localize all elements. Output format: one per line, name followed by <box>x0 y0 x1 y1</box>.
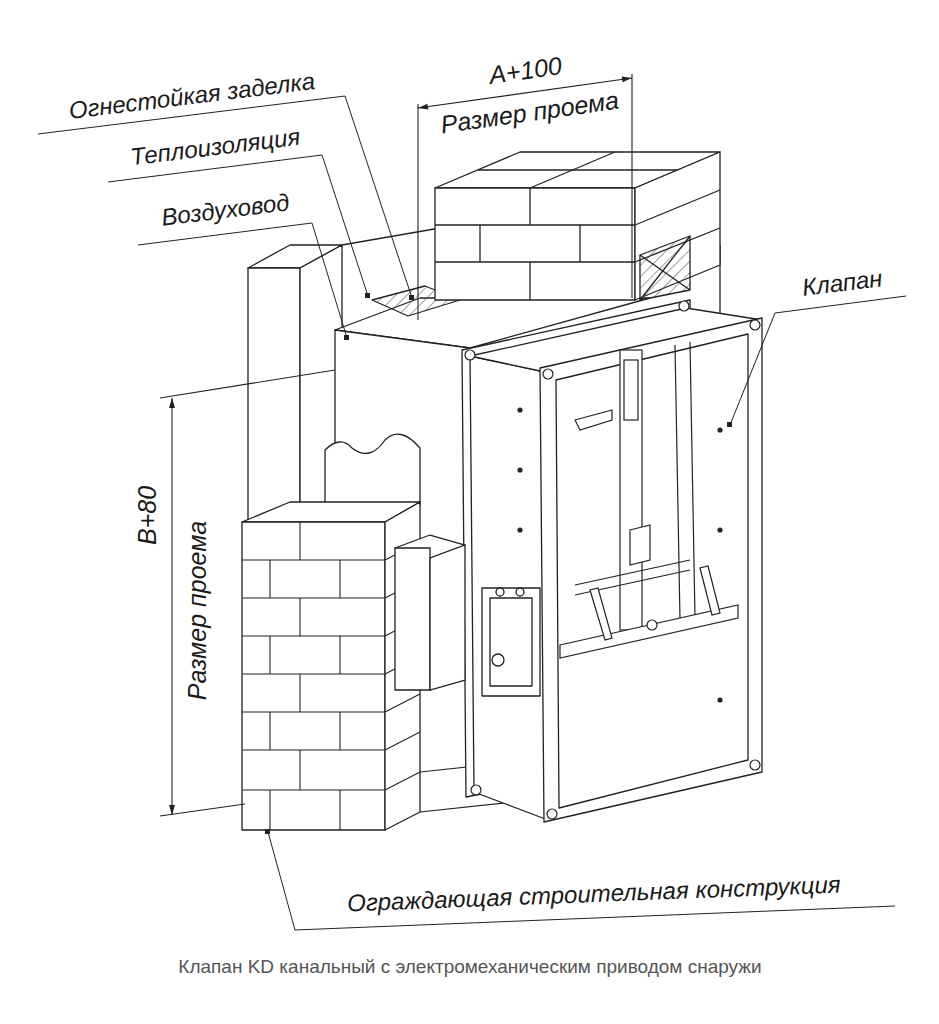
dimension-note: Размер проема <box>439 87 620 137</box>
callout-label: Воздуховод <box>160 190 291 230</box>
dimension-value: A+100 <box>487 53 563 88</box>
electric-box <box>482 588 540 696</box>
wall-pillar <box>248 268 300 528</box>
valve-opening <box>556 334 748 808</box>
leader-lines <box>38 96 906 930</box>
leader-dots <box>265 293 732 834</box>
callout-label: Теплоизоляция <box>129 125 301 170</box>
callout-label: Огнестойкая заделка <box>68 69 317 123</box>
brick-front <box>242 522 385 830</box>
actuator-housing <box>430 545 465 690</box>
callout-label: Ограждающая строительная конструкция <box>347 873 841 916</box>
insulation <box>640 236 690 300</box>
valve-side <box>470 356 548 820</box>
brick-front <box>435 188 635 300</box>
valve-flange-front <box>540 318 762 822</box>
figure-caption: Клапан KD канальный с электромеханически… <box>178 957 761 976</box>
wall-edge <box>342 228 440 245</box>
dimension-value: B+80 <box>136 485 161 544</box>
actuator-housing <box>395 548 430 690</box>
dimension-lines <box>160 74 632 816</box>
callout-label: Клапан <box>801 266 884 300</box>
brick-side <box>635 152 720 300</box>
valve-mechanism <box>465 301 760 819</box>
dimension-note: Размер проема <box>186 520 211 700</box>
